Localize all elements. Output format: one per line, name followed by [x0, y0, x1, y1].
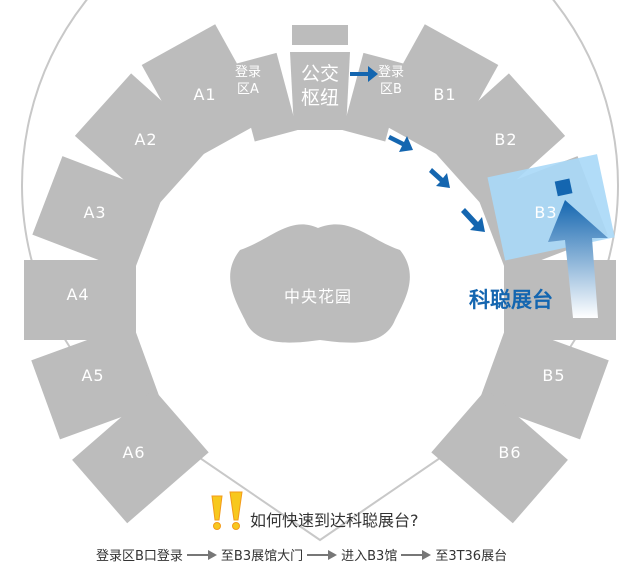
arrow-right-icon — [307, 549, 338, 560]
question: 如何快速到达科聪展台? — [250, 511, 419, 530]
svg-text:A2: A2 — [134, 130, 157, 149]
svg-text:登录: 登录 — [378, 65, 404, 80]
svg-text:中央花园: 中央花园 — [284, 287, 352, 306]
route-arrows — [350, 66, 485, 232]
svg-text:公交: 公交 — [301, 63, 339, 85]
step: 至B3展馆大门 — [220, 549, 304, 564]
svg-text:B1: B1 — [433, 85, 456, 104]
svg-text:区B: 区B — [380, 82, 402, 97]
arrow-right-icon — [186, 549, 217, 560]
route-steps: 登录区B口登录 至B3展馆大门 进入B3馆 至3T36展台 — [96, 545, 507, 564]
svg-text:A6: A6 — [122, 443, 145, 462]
step: 进入B3馆 — [341, 549, 398, 564]
booth-marker — [554, 178, 573, 197]
svg-text:B6: B6 — [498, 443, 521, 462]
svg-text:登录: 登录 — [235, 65, 261, 80]
hall-labels: A1 A2 A3 A4 A5 A6 B1 B2 B3 B5 B6 登录 区A 登… — [66, 63, 565, 462]
svg-text:A5: A5 — [81, 366, 104, 385]
svg-text:枢纽: 枢纽 — [301, 87, 339, 109]
step: 至3T36展台 — [435, 549, 508, 564]
svg-text:A3: A3 — [83, 203, 106, 222]
booth-label: 科聪展台 — [469, 288, 553, 312]
svg-text:B2: B2 — [494, 130, 517, 149]
exclamation-icon — [211, 491, 243, 530]
svg-text:A1: A1 — [193, 85, 216, 104]
arrow-right-icon — [401, 549, 432, 560]
step: 登录区B口登录 — [96, 549, 183, 564]
svg-text:区A: 区A — [237, 82, 259, 97]
svg-text:B5: B5 — [542, 366, 565, 385]
booth-arrow — [548, 200, 608, 318]
svg-text:B3: B3 — [534, 203, 557, 222]
svg-text:A4: A4 — [66, 285, 89, 304]
